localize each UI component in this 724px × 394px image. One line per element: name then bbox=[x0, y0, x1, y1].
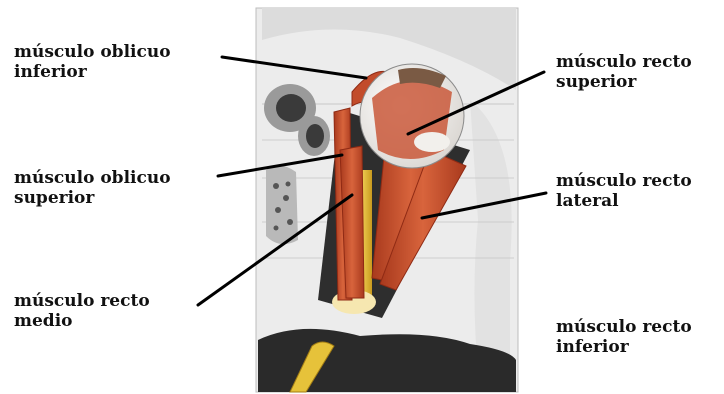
label-line-1: músculo recto bbox=[556, 171, 692, 191]
label-musculo-recto-medio: músculo recto medio bbox=[14, 291, 150, 331]
label-line-2: superior bbox=[556, 72, 692, 92]
label-line-1: músculo recto bbox=[14, 291, 150, 311]
label-line-2: superior bbox=[14, 188, 171, 208]
label-line-1: músculo oblicuo bbox=[14, 42, 171, 62]
label-musculo-recto-lateral: músculo recto lateral bbox=[556, 171, 692, 211]
label-line-2: inferior bbox=[556, 337, 692, 357]
label-line-2: inferior bbox=[14, 62, 171, 82]
label-line-1: músculo recto bbox=[556, 317, 692, 337]
label-line-1: músculo oblicuo bbox=[14, 168, 171, 188]
label-line-2: lateral bbox=[556, 191, 692, 211]
label-line-1: músculo recto bbox=[556, 52, 692, 72]
label-musculo-oblicuo-superior: músculo oblicuo superior bbox=[14, 168, 171, 208]
label-line-2: medio bbox=[14, 311, 150, 331]
label-musculo-oblicuo-inferior: músculo oblicuo inferior bbox=[14, 42, 171, 82]
label-musculo-recto-inferior: músculo recto inferior bbox=[556, 317, 692, 357]
label-musculo-recto-superior: músculo recto superior bbox=[556, 52, 692, 92]
